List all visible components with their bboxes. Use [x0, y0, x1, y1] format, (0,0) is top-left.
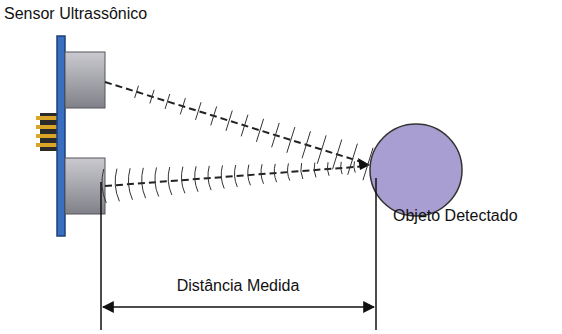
wave-stroke	[211, 106, 217, 125]
sensor-title: Sensor Ultrassônico	[4, 4, 147, 23]
dimension-arrow	[103, 306, 374, 308]
wave-stroke	[155, 167, 159, 196]
wave-stroke	[272, 123, 280, 147]
sound-waves	[102, 86, 373, 203]
wave-stroke	[150, 90, 154, 104]
wave-stroke	[274, 164, 276, 182]
wave-stroke	[128, 168, 132, 200]
detected-object	[370, 124, 462, 216]
sensor-board	[57, 36, 65, 236]
wave-stroke	[301, 163, 303, 179]
receiver	[65, 158, 105, 214]
wave-stroke	[102, 169, 106, 203]
wave-stroke	[256, 119, 263, 142]
wave-stroke	[261, 164, 264, 184]
wave-stroke	[115, 169, 119, 202]
wave-stroke	[234, 165, 237, 187]
extension-line	[100, 182, 102, 330]
wave-stroke	[327, 162, 329, 176]
extension-line	[375, 178, 377, 330]
wave-stroke	[317, 135, 326, 163]
wave-stroke	[208, 166, 211, 190]
wave-stroke	[181, 167, 184, 194]
wave-stroke	[226, 111, 232, 131]
wave-stroke	[180, 98, 185, 114]
wave-stroke	[302, 131, 310, 158]
wave-stroke	[348, 144, 358, 175]
header-pins	[36, 113, 58, 151]
wave-stroke	[195, 166, 198, 192]
wave-stroke	[221, 165, 224, 188]
wave-stroke	[341, 162, 343, 174]
emitted-beam	[105, 82, 368, 164]
wave-stroke	[354, 161, 355, 172]
wave-stroke	[287, 127, 295, 153]
echo-beam	[105, 166, 368, 186]
transmitter	[65, 52, 105, 108]
object-label: Objeto Detectado	[393, 206, 518, 225]
wave-stroke	[196, 102, 202, 120]
wave-stroke	[135, 86, 139, 98]
distance-label: Distância Medida	[177, 276, 300, 295]
wave-stroke	[288, 163, 290, 180]
wave-stroke	[168, 167, 172, 195]
wave-stroke	[142, 168, 146, 198]
wave-stroke	[241, 115, 248, 137]
wave-stroke	[314, 163, 316, 178]
wave-stroke	[248, 165, 251, 186]
wave-stroke	[165, 94, 170, 109]
